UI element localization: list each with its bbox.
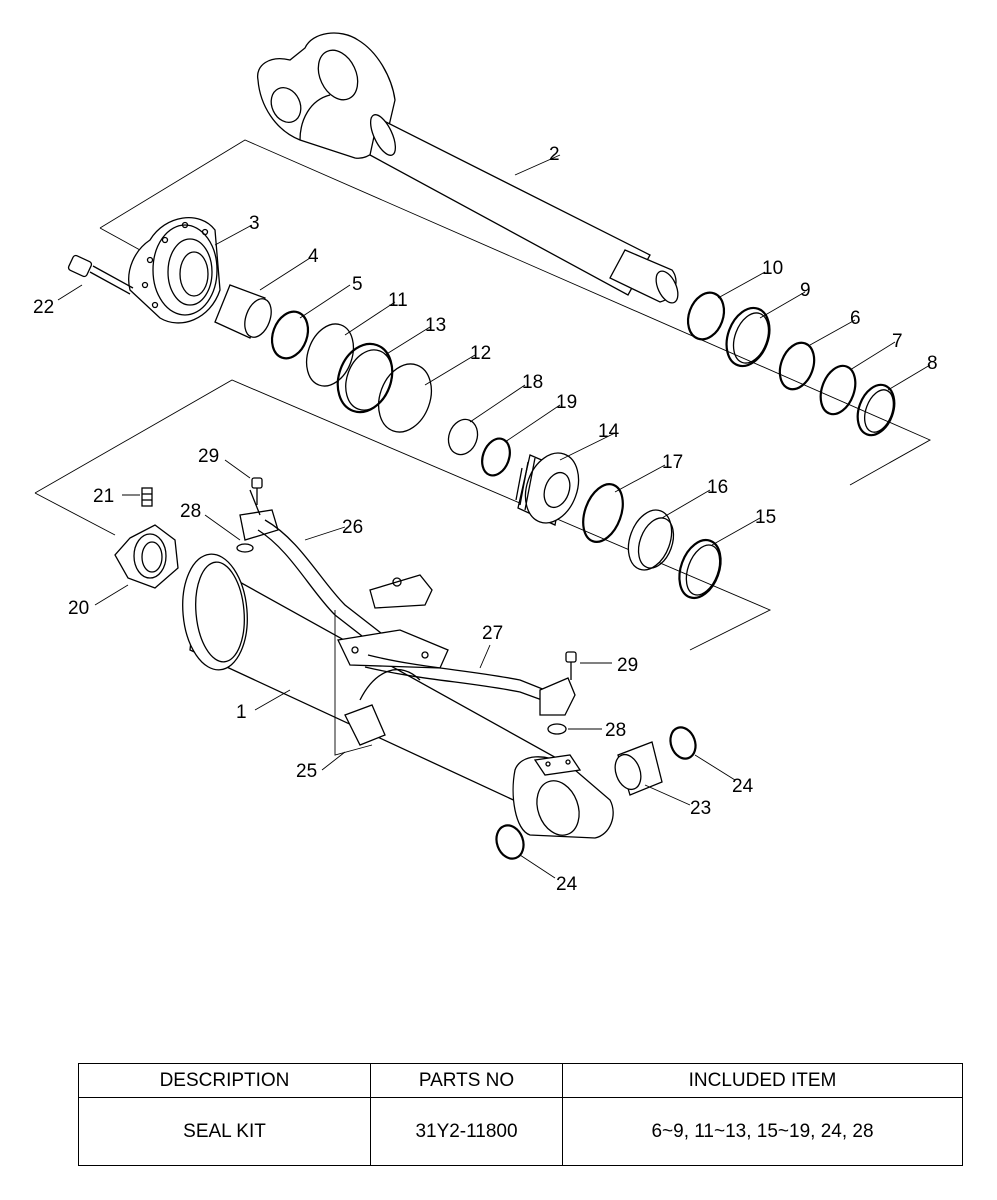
label-part-25: 25 bbox=[296, 761, 317, 782]
label-part-9: 9 bbox=[800, 280, 811, 301]
nut-part-20 bbox=[114, 524, 179, 589]
table-header-row: DESCRIPTION PARTS NO INCLUDED ITEM bbox=[78, 1063, 963, 1098]
o-ring-part-12 bbox=[377, 363, 433, 433]
table-row: SEAL KIT 31Y2-11800 6~9, 11~13, 15~19, 2… bbox=[78, 1097, 963, 1166]
label-part-4: 4 bbox=[308, 246, 319, 267]
column-header-description: DESCRIPTION bbox=[78, 1063, 371, 1098]
seal-part-13 bbox=[336, 342, 394, 414]
label-part-24: 24 bbox=[732, 776, 754, 797]
ring-part-6 bbox=[778, 341, 816, 391]
label-part-29-upper: 29 bbox=[198, 446, 219, 467]
assembly-frame-upper-left bbox=[99, 227, 141, 251]
snap-ring-part-10 bbox=[686, 291, 726, 341]
leader-lines bbox=[57, 154, 931, 879]
label-part-12: 12 bbox=[470, 343, 491, 364]
label-part-3: 3 bbox=[249, 213, 260, 234]
rod-part-2 bbox=[257, 32, 679, 304]
label-part-22: 22 bbox=[33, 297, 54, 318]
column-header-included-item: INCLUDED ITEM bbox=[562, 1063, 963, 1098]
label-part-23: 23 bbox=[690, 798, 711, 819]
label-part-17: 17 bbox=[662, 452, 683, 473]
cell-parts-no: 31Y2-11800 bbox=[370, 1097, 563, 1166]
label-part-6: 6 bbox=[850, 308, 861, 329]
label-part-18: 18 bbox=[522, 372, 543, 393]
pipe-part-26 bbox=[239, 489, 391, 651]
o-ring-part-18 bbox=[447, 418, 479, 456]
gland-part-3 bbox=[128, 217, 221, 324]
label-part-14: 14 bbox=[598, 421, 620, 442]
bushing-part-4 bbox=[214, 284, 272, 339]
dust-seal-part-24 bbox=[669, 726, 697, 760]
bushing-part-23 bbox=[614, 741, 663, 796]
seal-part-11 bbox=[305, 323, 355, 387]
ring-part-19 bbox=[481, 437, 511, 477]
label-part-7: 7 bbox=[892, 331, 903, 352]
cell-included-item: 6~9, 11~13, 15~19, 24, 28 bbox=[562, 1097, 963, 1166]
wear-ring-part-16 bbox=[627, 509, 675, 571]
label-part-5: 5 bbox=[352, 274, 363, 295]
seal-part-8 bbox=[856, 383, 896, 437]
label-part-24-lower: 24 bbox=[556, 874, 578, 895]
label-part-21: 21 bbox=[93, 486, 114, 507]
dust-seal-part-24-lower bbox=[495, 824, 525, 860]
bolt-part-22 bbox=[67, 254, 134, 295]
seal-part-15 bbox=[678, 538, 722, 600]
ring-part-17 bbox=[582, 483, 624, 543]
label-part-1: 1 bbox=[236, 702, 247, 723]
label-part-28: 28 bbox=[605, 720, 626, 741]
column-header-parts-no: PARTS NO bbox=[370, 1063, 563, 1098]
label-part-26: 26 bbox=[342, 517, 363, 538]
clamp-bracket bbox=[337, 574, 449, 669]
label-part-15: 15 bbox=[755, 507, 776, 528]
label-part-19: 19 bbox=[556, 392, 577, 413]
cell-description: SEAL KIT bbox=[78, 1097, 371, 1166]
o-ring-part-28 bbox=[547, 723, 567, 735]
ring-part-7 bbox=[819, 364, 857, 416]
snap-ring-part-5 bbox=[270, 310, 310, 360]
exploded-parts-diagram: 2 3 4 5 11 13 12 18 19 14 17 16 15 10 9 … bbox=[33, 32, 938, 895]
assembly-frame-upper bbox=[99, 139, 932, 486]
seal-part-9 bbox=[725, 306, 771, 368]
cylinder-tube-part-1 bbox=[182, 553, 614, 839]
bolt-part-29 bbox=[565, 651, 577, 680]
piston-part-14 bbox=[515, 452, 580, 526]
label-part-10: 10 bbox=[762, 258, 783, 279]
label-part-2: 2 bbox=[549, 144, 560, 165]
set-screw-part-21 bbox=[141, 487, 153, 507]
pipe-part-27 bbox=[364, 654, 576, 716]
label-part-28-upper: 28 bbox=[180, 501, 201, 522]
seal-kit-table: DESCRIPTION PARTS NO INCLUDED ITEM SEAL … bbox=[78, 1063, 963, 1166]
label-part-27: 27 bbox=[482, 623, 503, 644]
label-part-11: 11 bbox=[388, 290, 408, 311]
assembly-frame-lower-left bbox=[34, 492, 116, 536]
bolt-part-29-upper bbox=[251, 477, 263, 505]
pipe-frame-line bbox=[334, 610, 373, 756]
assembly-frame-lower bbox=[34, 379, 772, 651]
o-ring-part-28-upper bbox=[236, 543, 254, 553]
label-part-13: 13 bbox=[425, 315, 446, 336]
label-part-29: 29 bbox=[617, 655, 638, 676]
label-part-16: 16 bbox=[707, 477, 728, 498]
label-part-20: 20 bbox=[68, 598, 89, 619]
label-part-8: 8 bbox=[927, 353, 938, 374]
